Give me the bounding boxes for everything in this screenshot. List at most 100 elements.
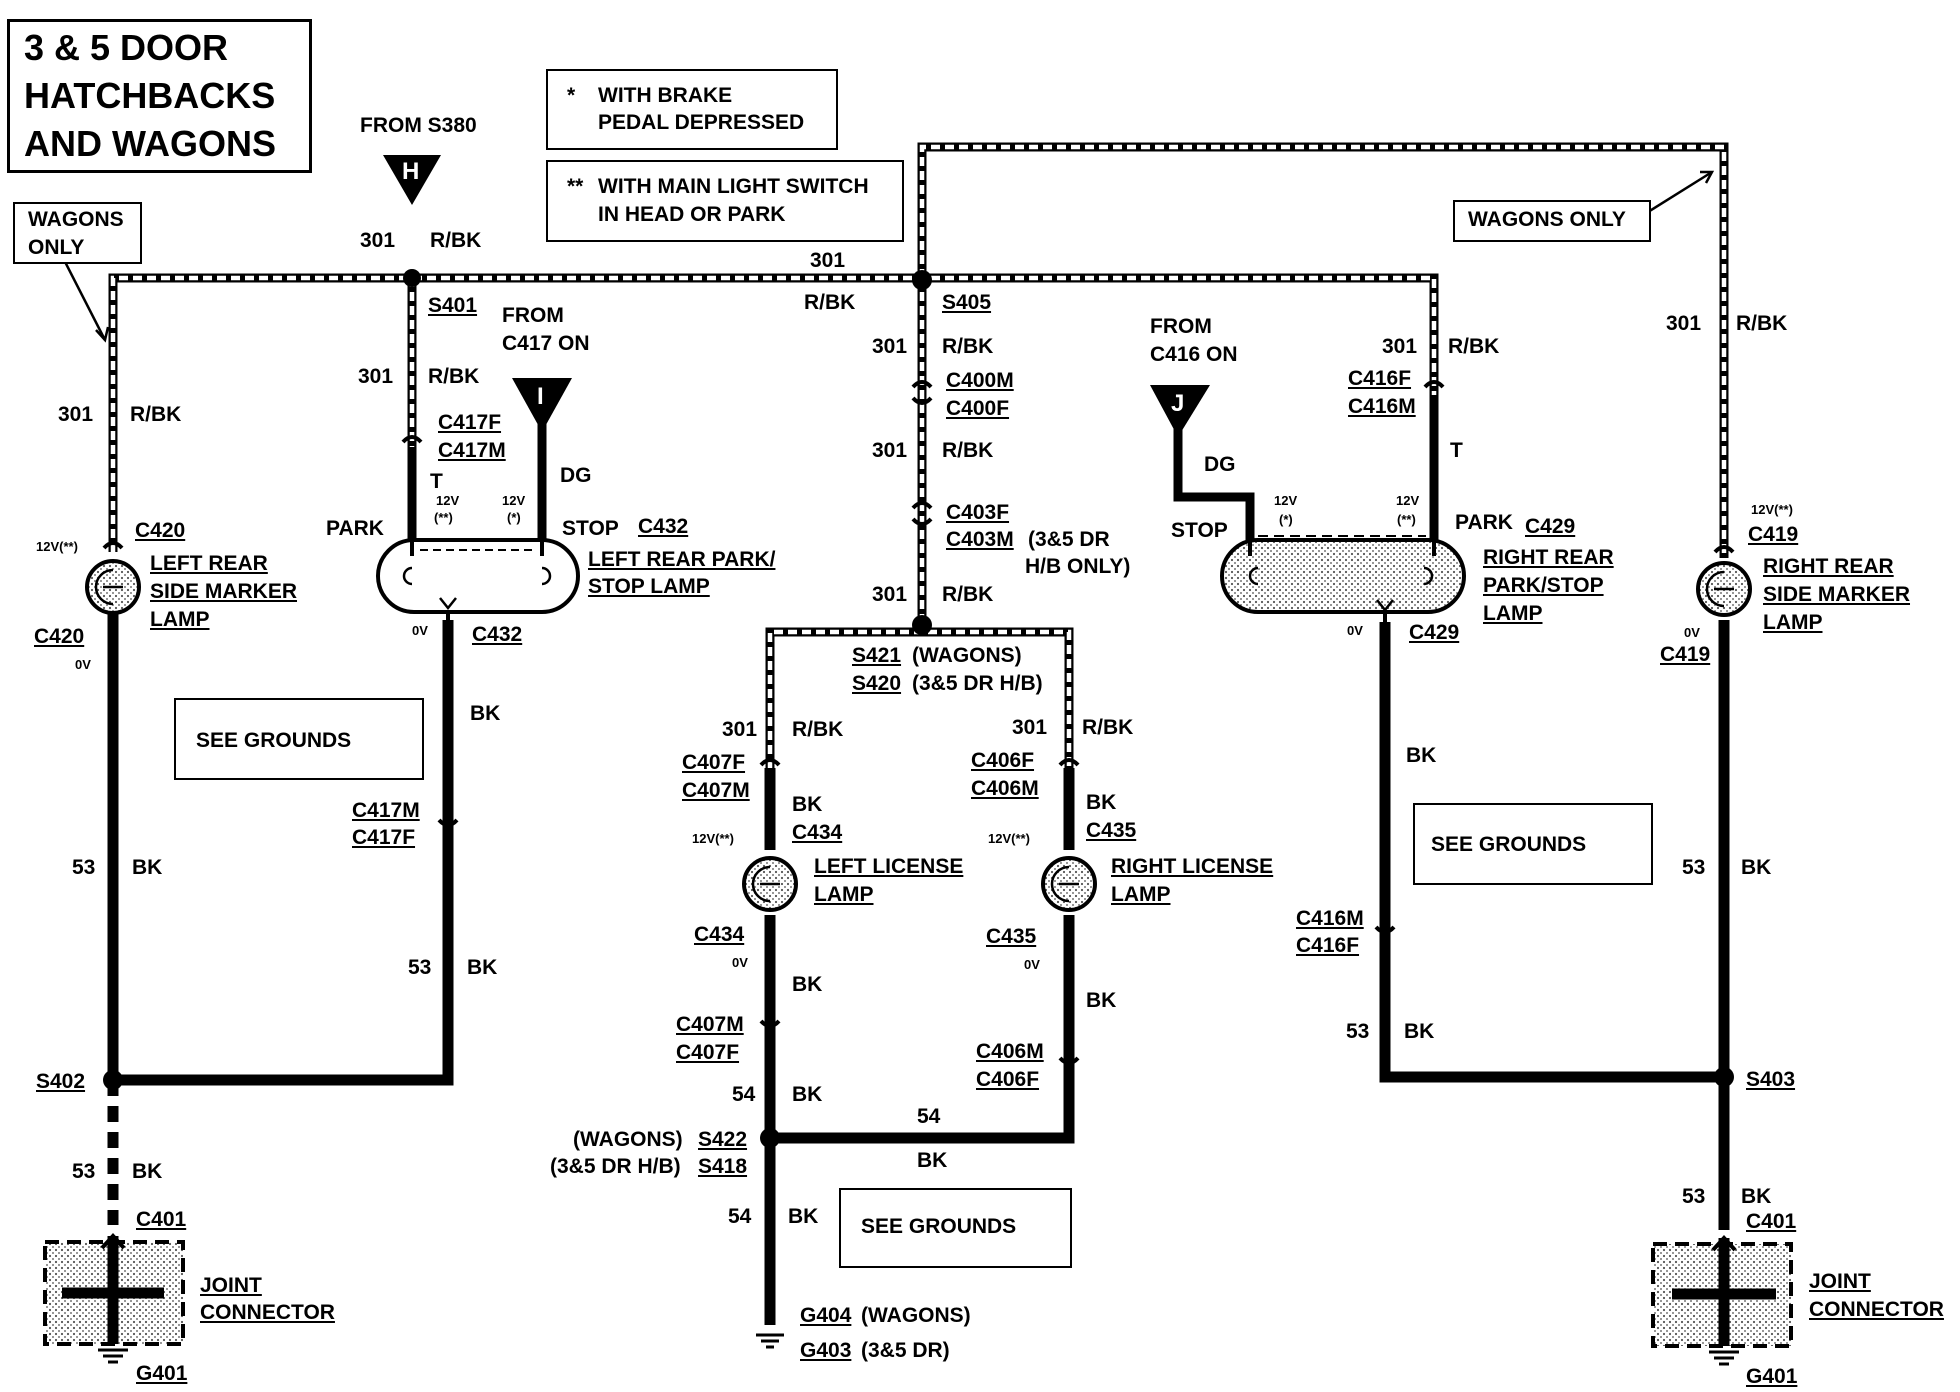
wire-dg-right [1173, 425, 1255, 540]
volt-0v-right-marker: 0V [1684, 625, 1700, 640]
splice-s418-note: (3&5 DR H/B) [550, 1155, 681, 1178]
note-light-switch [546, 160, 904, 242]
circuit-301-c1: 301 [872, 335, 908, 358]
volt-ss-park-right: (**) [1397, 512, 1416, 527]
ground-g403-note: (3&5 DR) [861, 1339, 950, 1362]
conn-c417f: C417F [438, 411, 502, 434]
circuit-bk-rps-low: BK [1404, 1020, 1435, 1043]
volt-0v-rps: 0V [1347, 623, 1363, 638]
feed-triangles [383, 155, 1210, 437]
solid-wires [107, 395, 1730, 1325]
conn-c419-bottom: C419 [1660, 643, 1711, 666]
circuit-bk-rl: BK [1086, 791, 1117, 814]
conn-c400m: C400M [946, 369, 1014, 392]
conn-c432-top: C432 [638, 515, 689, 538]
circuit-bk-bottom: BK [917, 1149, 948, 1172]
lamp-right-marker-1: RIGHT REAR [1763, 555, 1894, 578]
volt-s-stop-left: (*) [507, 510, 521, 525]
note-brake-line1: WITH BRAKE [598, 84, 733, 107]
circuit-rbk-h: R/BK [430, 229, 482, 252]
volt-12ss-right-marker: 12V(**) [1751, 502, 1793, 517]
wagons-only-right: WAGONS ONLY [1468, 208, 1626, 231]
conn-c403f: C403F [946, 501, 1010, 524]
circuit-301-lps: 301 [358, 365, 394, 388]
splice-s401 [403, 269, 421, 287]
label-stop-left: STOP [562, 517, 619, 540]
conn-c417m: C417M [438, 439, 506, 462]
circuit-301-rps: 301 [1382, 335, 1418, 358]
lamp-right-parkstop-3: LAMP [1483, 602, 1543, 625]
wire-bk-left-parkstop [113, 620, 454, 1086]
circuit-bk-ll2: BK [792, 973, 823, 996]
title-line2: HATCHBACKS [24, 75, 276, 116]
left-marker-lamp-shape [85, 559, 141, 615]
lamp-left-marker-2: SIDE MARKER [150, 580, 298, 603]
circuit-bk-left-low: BK [132, 1160, 163, 1183]
splice-s422-label: S422 [698, 1128, 748, 1151]
circuit-bk-ll: BK [792, 793, 823, 816]
circuit-bk-ll4: BK [788, 1205, 819, 1228]
conn-c406m: C406M [971, 777, 1039, 800]
circuit-53-lps: 53 [408, 956, 432, 979]
wire-bk-right-license-lower [770, 915, 1075, 1144]
conn-c403m: C403M [946, 528, 1014, 551]
circuit-301-left: 301 [58, 403, 94, 426]
conn-c416f: C416F [1348, 367, 1412, 390]
splice-s418-label: S418 [698, 1155, 748, 1178]
conn-c417f-low: C417F [352, 826, 416, 849]
right-marker-lamp-shape [1696, 561, 1752, 617]
circuit-53-right-low: 53 [1682, 1185, 1706, 1208]
conn-c406f: C406F [971, 749, 1035, 772]
splice-s402-label: S402 [36, 1070, 86, 1093]
joint-connector-left-shape [43, 1233, 185, 1364]
lamp-right-license-2: LAMP [1111, 883, 1171, 906]
circuit-bk-right-low: BK [1741, 1185, 1772, 1208]
circuit-bk-rl2: BK [1086, 989, 1117, 1012]
left-license-lamp-shape [742, 856, 798, 912]
splice-s422-note: (WAGONS) [573, 1128, 683, 1151]
conn-c416f-low: C416F [1296, 934, 1360, 957]
volt-0v-left-marker: 0V [75, 657, 91, 672]
feed-h-letter: H [402, 158, 420, 185]
volt-12-park-right: 12V [1396, 493, 1420, 508]
circuit-rbk-top: R/BK [804, 291, 856, 314]
splice-s421-note: (WAGONS) [912, 644, 1022, 667]
circuit-54-bottom: 54 [917, 1105, 941, 1128]
conn-c435-bottom: C435 [986, 925, 1037, 948]
circuit-301-c3: 301 [872, 583, 908, 606]
lamp-right-license-1: RIGHT LICENSE [1111, 855, 1274, 878]
joint-right-1: JOINT [1809, 1270, 1871, 1293]
see-grounds-left-box [174, 698, 424, 780]
volt-s-stop-right: (*) [1279, 512, 1293, 527]
conn-c435-top: C435 [1086, 819, 1137, 842]
left-parkstop-lamp-shape [376, 538, 580, 622]
label-stop-right: STOP [1171, 519, 1228, 542]
splice-s420-note: (3&5 DR H/B) [912, 672, 1043, 695]
ground-g403: G403 [800, 1339, 852, 1362]
volt-12-stop-left: 12V [502, 493, 526, 508]
see-grounds-left: SEE GROUNDS [196, 729, 352, 752]
wire-bk-right-parkstop [1379, 622, 1724, 1083]
feed-i-letter: I [537, 383, 544, 410]
wagons-only-right-box [1453, 200, 1651, 242]
circuit-rbk-c2: R/BK [942, 439, 994, 462]
splice-s403 [1714, 1067, 1734, 1087]
circuit-301-c2: 301 [872, 439, 908, 462]
note-light-star: ** [567, 175, 584, 198]
feed-j-letter: J [1171, 390, 1185, 417]
feed-j-from2: C416 ON [1150, 343, 1238, 366]
circuit-53-rps: 53 [1346, 1020, 1370, 1043]
volt-ss-park-left: (**) [434, 510, 453, 525]
wagons-only-left-box [13, 202, 142, 264]
circuit-rbk-c3: R/BK [942, 583, 994, 606]
conn-c407m: C407M [682, 779, 750, 802]
note-light-line2: IN HEAD OR PARK [598, 203, 786, 226]
conn-c401-left: C401 [136, 1208, 187, 1231]
lamp-left-parkstop-1: LEFT REAR PARK/ [588, 548, 776, 571]
note-brake [546, 69, 838, 150]
see-grounds-center: SEE GROUNDS [861, 1215, 1017, 1238]
feed-i-from1: FROM [502, 304, 564, 327]
circuit-bk-lps: BK [470, 702, 501, 725]
lamp-right-marker-3: LAMP [1763, 611, 1823, 634]
feed-j-triangle [1150, 385, 1210, 437]
